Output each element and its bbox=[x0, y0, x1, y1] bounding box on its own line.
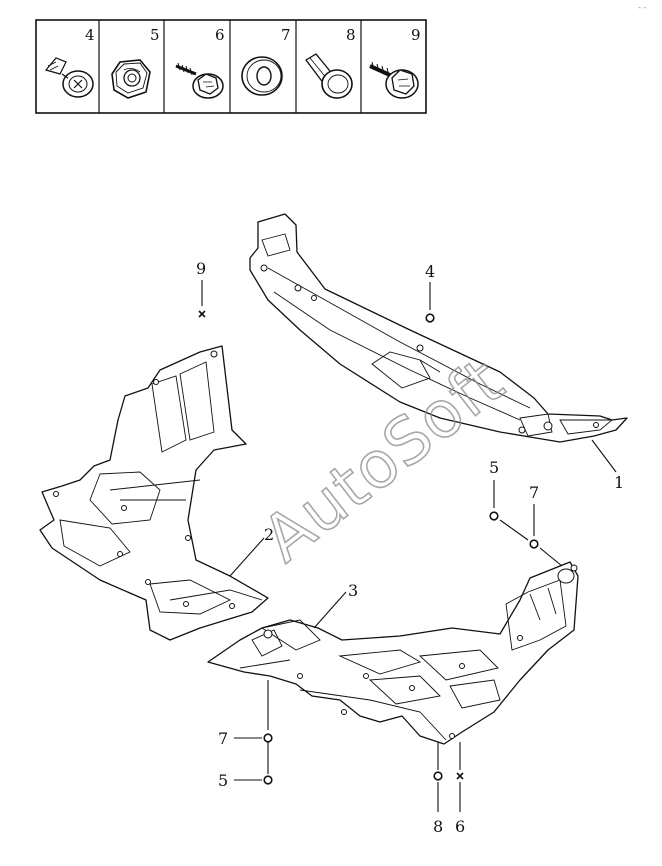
washer-icon bbox=[241, 56, 283, 96]
callout-7-right: 7 bbox=[529, 483, 539, 502]
fastener-legend: 4 5 6 7 8 9 bbox=[35, 19, 427, 114]
part-3-right-shield bbox=[207, 561, 579, 745]
callout-7-bottom: 7 bbox=[218, 729, 228, 748]
fastener-7-right-marker bbox=[529, 539, 539, 549]
fastener-5-right-marker bbox=[489, 511, 499, 521]
callout-2: 2 bbox=[264, 525, 274, 544]
callout-3: 3 bbox=[348, 581, 358, 600]
legend-number-9: 9 bbox=[411, 26, 421, 44]
callout-8-bottom: 8 bbox=[433, 817, 443, 836]
fastener-6-bottom-marker bbox=[456, 772, 464, 780]
fastener-8-bottom-marker bbox=[433, 771, 443, 781]
bolt-icon bbox=[369, 61, 419, 99]
screw-icon bbox=[175, 62, 224, 99]
callout-1: 1 bbox=[614, 473, 624, 492]
legend-number-6: 6 bbox=[215, 26, 225, 44]
fastener-9-marker bbox=[198, 310, 206, 318]
legend-number-4: 4 bbox=[85, 26, 95, 44]
part-2-left-shield bbox=[39, 345, 269, 641]
part-1-upper-cover bbox=[249, 213, 628, 443]
callout-4: 4 bbox=[425, 262, 435, 281]
callout-leaders bbox=[198, 280, 617, 812]
callout-5-bottom: 5 bbox=[218, 771, 228, 790]
fastener-5-bottom-marker bbox=[263, 775, 273, 785]
callout-labels: 4 9 1 2 3 5 7 7 5 8 6 bbox=[196, 259, 624, 836]
legend-number-5: 5 bbox=[150, 26, 160, 44]
legend-number-7: 7 bbox=[281, 26, 291, 44]
legend-number-8: 8 bbox=[346, 26, 356, 44]
fastener-7-bottom-marker bbox=[263, 733, 273, 743]
fastener-4-marker bbox=[425, 313, 435, 323]
hex-nut-icon bbox=[111, 59, 151, 99]
clip-icon bbox=[44, 57, 94, 98]
callout-6-bottom: 6 bbox=[455, 817, 465, 836]
push-rivet-icon bbox=[305, 53, 353, 99]
callout-9: 9 bbox=[196, 259, 206, 278]
callout-5-right: 5 bbox=[489, 458, 499, 477]
corner-mark: ‐ ‐ bbox=[638, 3, 646, 12]
